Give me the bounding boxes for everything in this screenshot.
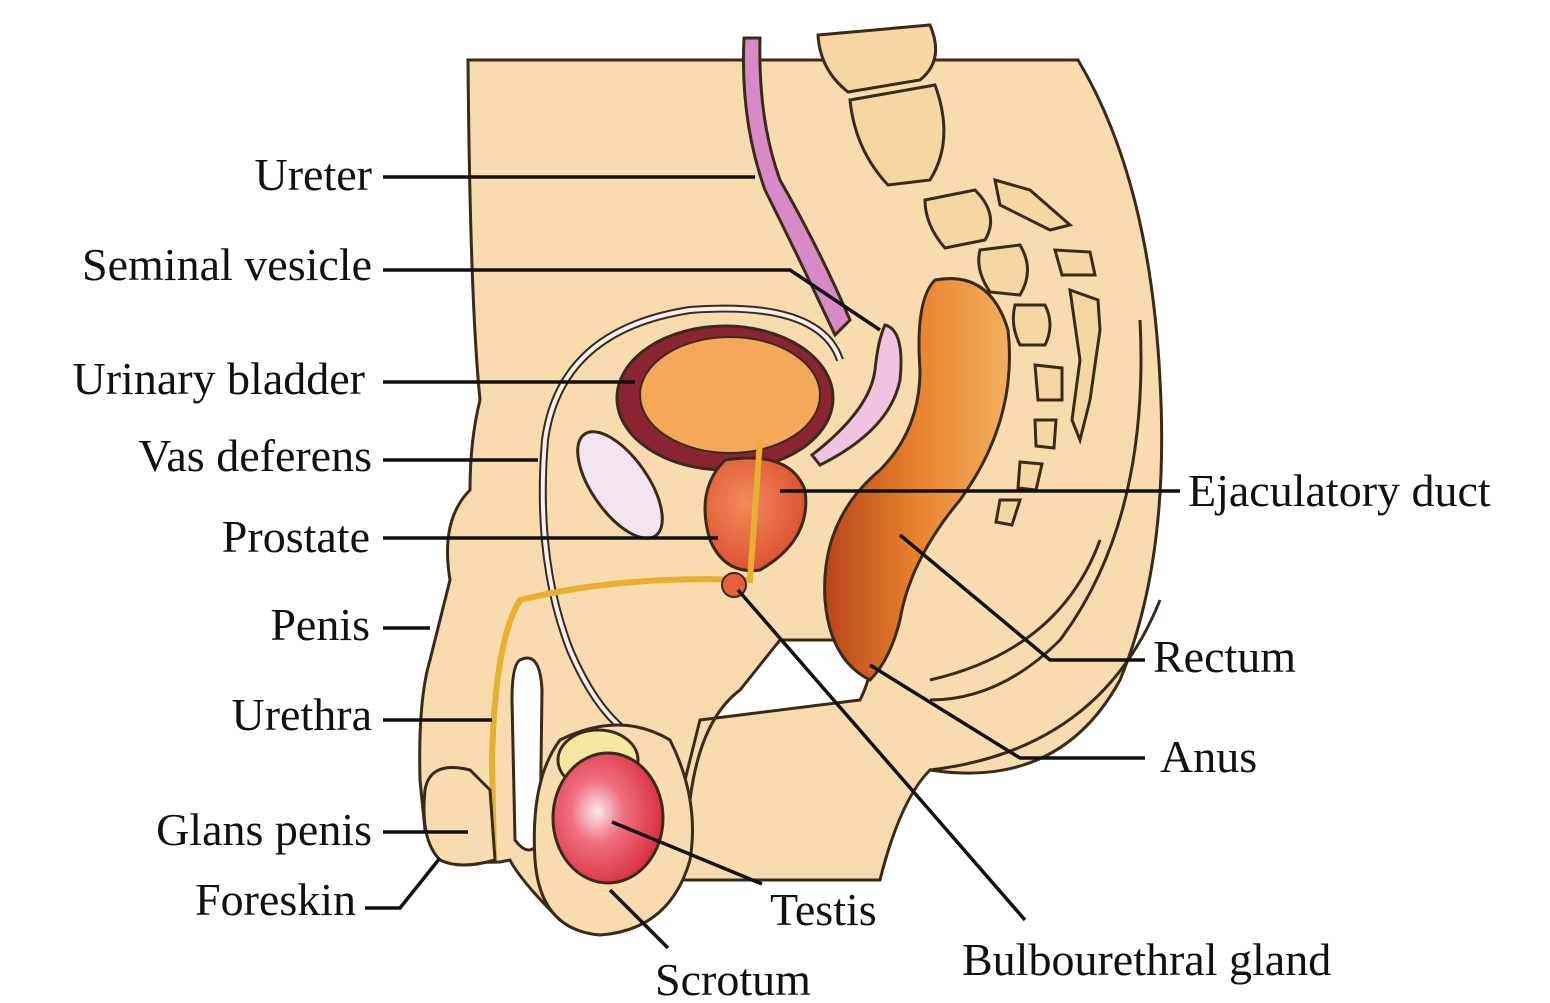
- bladder-inner: [640, 337, 820, 453]
- label-prostate: Prostate: [222, 511, 370, 562]
- label-urethra: Urethra: [232, 689, 372, 740]
- label-urinary-bladder: Urinary bladder: [73, 353, 366, 404]
- label-vas-deferens: Vas deferens: [138, 430, 372, 481]
- label-rectum: Rectum: [1153, 631, 1296, 682]
- testis-shape: [553, 753, 663, 883]
- label-glans-penis: Glans penis: [156, 804, 372, 855]
- label-bulbourethral-gland: Bulbourethral gland: [962, 934, 1331, 985]
- label-testis: Testis: [770, 884, 877, 935]
- label-anus: Anus: [1160, 731, 1257, 782]
- label-ejaculatory-duct: Ejaculatory duct: [1188, 465, 1491, 516]
- label-seminal-vesicle: Seminal vesicle: [82, 239, 372, 290]
- label-scrotum: Scrotum: [655, 954, 811, 1003]
- label-penis: Penis: [270, 599, 370, 650]
- label-foreskin: Foreskin: [195, 874, 356, 925]
- label-ureter: Ureter: [255, 149, 372, 200]
